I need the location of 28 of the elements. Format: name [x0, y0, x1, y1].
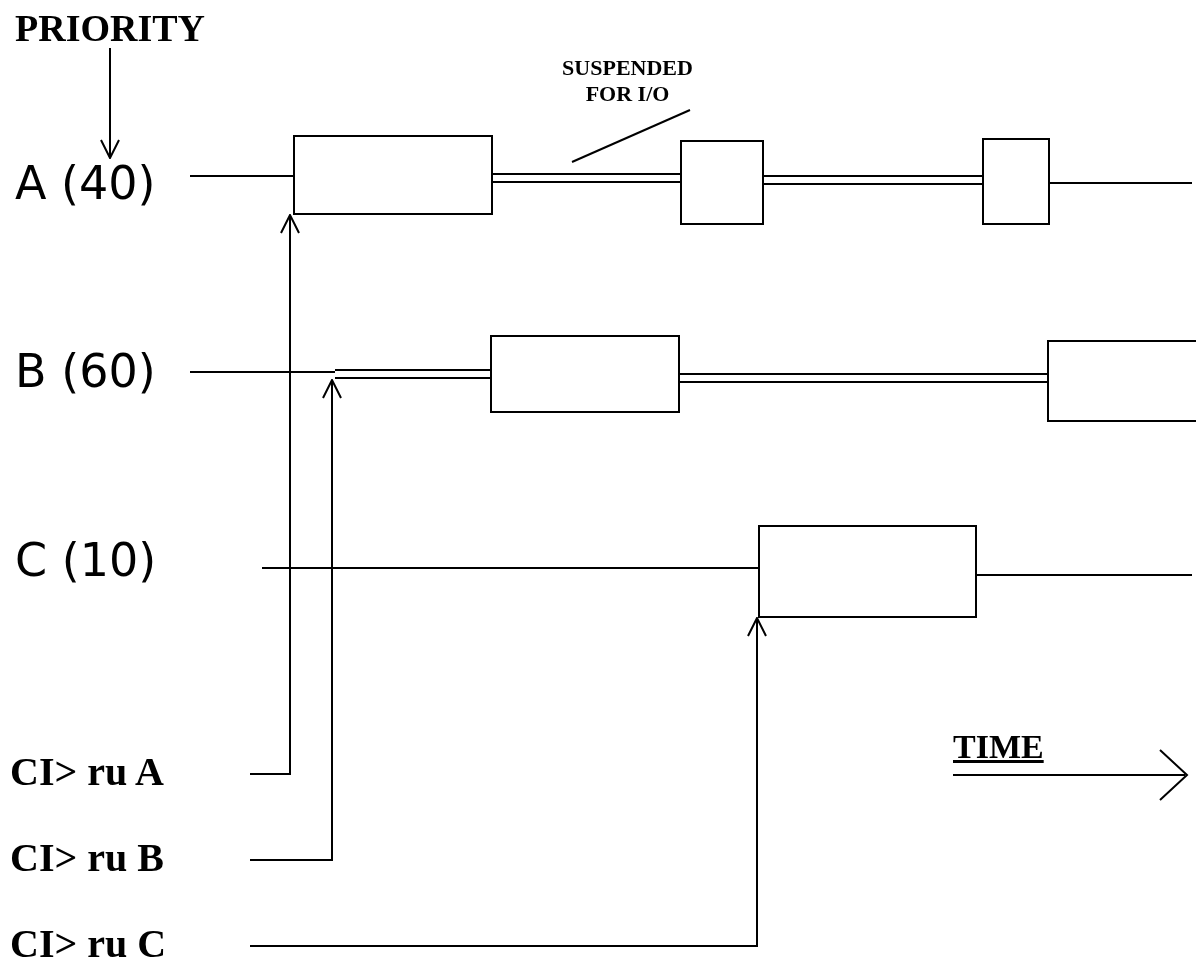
run-bar: [982, 138, 1050, 225]
timeline-line: [189, 369, 491, 379]
run-bar: [680, 140, 764, 225]
command-text: CI> ru A: [10, 750, 250, 798]
arrow: [249, 379, 342, 861]
arrow: [249, 617, 767, 947]
leader-line: [571, 109, 691, 163]
timeline-line: [189, 175, 294, 177]
run-bar: [1047, 340, 1196, 422]
waiting-line: [763, 175, 983, 185]
timeline-line: [261, 567, 759, 569]
axis-label: TIME: [953, 728, 1044, 766]
command-text: CI> ru B: [10, 836, 250, 884]
process-label: B (60): [15, 346, 190, 401]
arrow: [249, 214, 300, 775]
timeline-line: [976, 574, 1193, 576]
timeline-line: [1049, 182, 1193, 184]
annotation-text: SUSPENDED FOR I/O: [540, 55, 715, 110]
arrow: [100, 47, 120, 159]
waiting-line: [679, 373, 1048, 383]
run-bar: [293, 135, 493, 215]
priority-label: PRIORITY: [15, 8, 205, 48]
process-label: A (40): [15, 158, 190, 213]
command-text: CI> ru C: [10, 922, 250, 970]
run-bar: [758, 525, 977, 618]
process-label: C (10): [15, 535, 190, 590]
waiting-line: [492, 173, 681, 183]
run-bar: [490, 335, 680, 413]
